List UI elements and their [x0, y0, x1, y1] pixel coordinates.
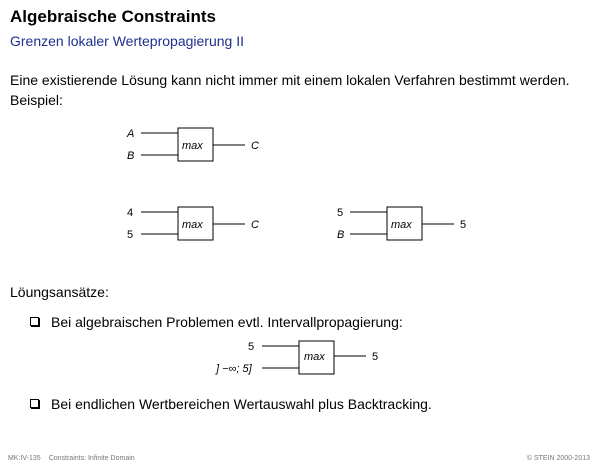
bullet-text: Bei endlichen Wertbereichen Wertauswahl …	[51, 396, 432, 412]
d3-output: 5	[460, 219, 466, 231]
footer-copyright: © STEIN 2000-2013	[526, 455, 590, 462]
footer-topic: Constraints: Infinite Domain	[48, 455, 135, 462]
d2-max-label: max	[182, 219, 203, 231]
d4-input-interval: ] −∞; 5]	[215, 363, 253, 375]
bullet-box-icon	[30, 398, 39, 408]
bullet-box-icon	[30, 316, 39, 326]
d4-output: 5	[372, 351, 378, 363]
footer-code: MK:IV-135	[8, 455, 41, 462]
d3-input-2: B	[337, 229, 344, 241]
d3-input-1: 5	[337, 207, 343, 219]
slide-subtitle: Grenzen lokaler Wertepropagierung II	[10, 33, 244, 49]
d1-input-a: A	[126, 128, 134, 140]
d4-input-1: 5	[248, 341, 254, 353]
d1-max-label: max	[182, 140, 203, 152]
d2-output: C	[251, 219, 259, 231]
bullet-backtracking: Bei endlichen Wertbereichen Wertauswahl …	[30, 396, 432, 412]
bullet-text: Bei algebraischen Problemen evtl. Interv…	[51, 314, 403, 330]
footer-left: MK:IV-135 Constraints: Infinite Domain	[8, 455, 143, 462]
slide-title: Algebraische Constraints	[10, 7, 216, 26]
d2-input-1: 4	[127, 207, 133, 219]
d1-output: C	[251, 140, 259, 152]
intro-text: Eine existierende Lösung kann nicht imme…	[10, 72, 570, 108]
d2-input-2: 5	[127, 229, 133, 241]
d4-max-label: max	[304, 351, 325, 363]
solutions-heading: Löungsansätze:	[10, 284, 109, 300]
d1-input-b: B	[127, 150, 134, 162]
bullet-interval-propagation: Bei algebraischen Problemen evtl. Interv…	[30, 314, 403, 330]
d3-max-label: max	[391, 219, 412, 231]
